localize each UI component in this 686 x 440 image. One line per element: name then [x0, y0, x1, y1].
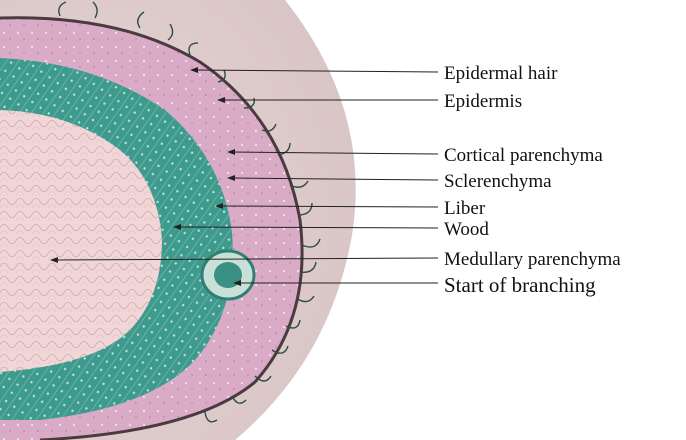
label-medullary-parenchyma: Medullary parenchyma	[444, 249, 621, 270]
label-wood: Wood	[444, 219, 489, 240]
label-cortical-parenchyma: Cortical parenchyma	[444, 145, 603, 166]
label-sclerenchyma: Sclerenchyma	[444, 171, 552, 192]
labels: Epidermal hair Epidermis Cortical parenc…	[444, 63, 621, 297]
label-epidermis: Epidermis	[444, 91, 522, 112]
label-start-of-branching: Start of branching	[444, 273, 596, 297]
label-epidermal-hair: Epidermal hair	[444, 63, 558, 84]
label-liber: Liber	[444, 198, 486, 219]
